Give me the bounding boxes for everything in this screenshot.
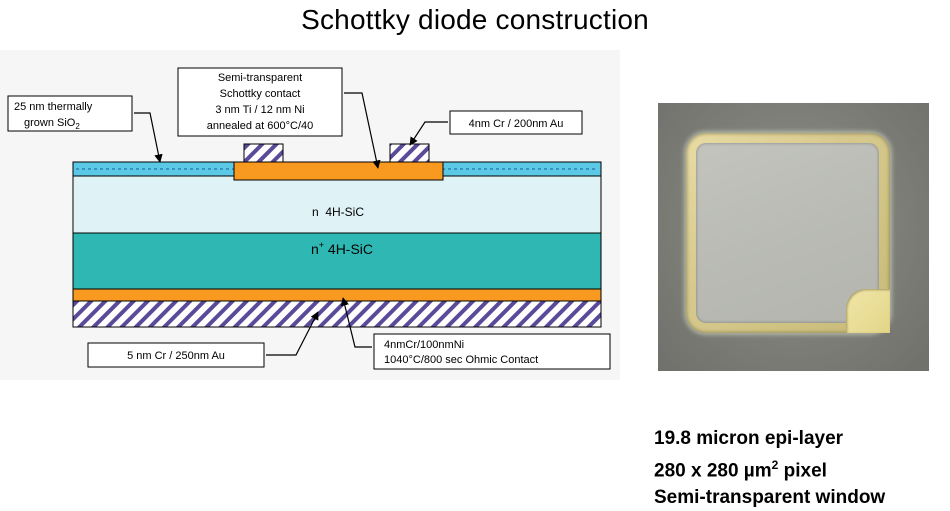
schottky-callout-line3: 3 nm Ti / 12 nm Ni <box>215 104 304 116</box>
schottky-callout-box <box>177 67 343 137</box>
ohmic-callout-arrow <box>340 297 372 348</box>
schottky-callout-line4: annealed at 600°C/40 <box>207 120 314 132</box>
oxide-callout-box <box>7 95 133 132</box>
schottky-callout-arrow <box>344 92 381 169</box>
n-layer-label: n 4H-SiC <box>312 205 364 219</box>
ohmic-callout-line1: 4nmCr/100nmNi <box>384 339 464 351</box>
nplus-4h-sic-layer <box>72 232 602 290</box>
specs-block: 19.8 micron epi-layer 280 x 280 µm2 pixe… <box>654 425 885 511</box>
oxide-callout-arrow <box>134 112 163 163</box>
schottky-cross-section-diagram: n 4H-SiC n+ 4H-SiC 25 nm thermally grown… <box>0 50 620 380</box>
spec-pixel-size: 280 x 280 µm2 pixel <box>654 458 827 482</box>
back-metal-callout-arrow <box>266 311 319 356</box>
schottky-contact-layer <box>233 161 444 181</box>
back-metal-callout-text: 5 nm Cr / 250nm Au <box>127 350 225 362</box>
slide-title: Schottky diode construction <box>301 4 649 35</box>
bond-pad <box>846 289 890 333</box>
top-metal-callout-arrow <box>409 121 448 146</box>
spec-window: Semi-transparent window <box>654 487 886 509</box>
ohmic-callout-box <box>373 333 611 370</box>
oxide-callout-line1: 25 nm thermally <box>14 101 93 113</box>
pixel-metal-frame <box>686 133 890 333</box>
top-metal-pad-right <box>389 143 430 163</box>
oxide-callout-line2: grown SiO2 <box>24 117 80 131</box>
ohmic-contact-layer <box>72 288 602 302</box>
top-metal-callout-text: 4nm Cr / 200nm Au <box>469 118 564 130</box>
nplus-layer-label: n+ 4H-SiC <box>311 240 373 257</box>
semi-transparent-window <box>696 143 879 323</box>
top-metal-callout-box <box>449 110 583 135</box>
back-metal-callout-box <box>87 342 265 368</box>
ohmic-callout-line2: 1040°C/800 sec Ohmic Contact <box>384 354 538 366</box>
pixel-micrograph <box>658 103 929 371</box>
back-metal-layer <box>72 300 602 328</box>
spec-epi-layer: 19.8 micron epi-layer <box>654 428 844 449</box>
schottky-callout-line1: Semi-transparent <box>218 72 302 84</box>
schottky-callout-line2: Schottky contact <box>220 88 301 100</box>
top-metal-pad-left <box>243 143 284 163</box>
